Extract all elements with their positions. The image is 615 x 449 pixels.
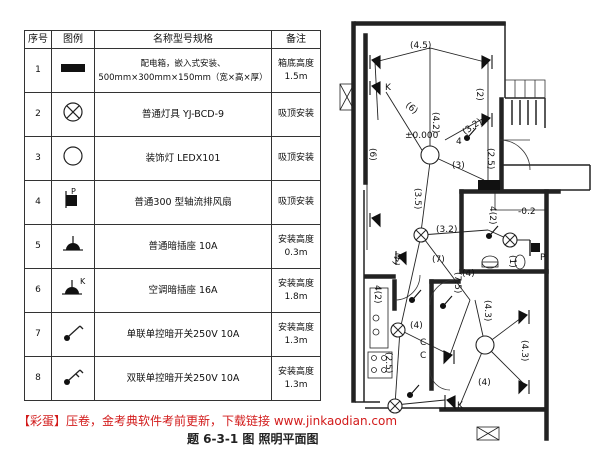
switch-symbol (408, 289, 422, 304)
legend-row: 3 装饰灯 LEDX101 吸顶安装 (24, 136, 321, 181)
plan-label: (3.5) (412, 188, 422, 209)
ac-socket-symbol (444, 395, 456, 410)
plan-label: (2.5) (383, 352, 393, 373)
socket-symbol (395, 251, 407, 266)
socket-symbol (369, 213, 381, 228)
row-no: 3 (24, 136, 52, 181)
ordinary-lamp (390, 322, 406, 338)
sockets (369, 55, 530, 410)
row-note: 箱底高度1.5m (271, 48, 321, 93)
exhaust-fan-symbol: P (51, 180, 95, 225)
switch-symbol (485, 225, 499, 240)
plan-label: (7) (432, 255, 445, 265)
switches (406, 127, 499, 399)
plan-label: (6) (403, 101, 419, 117)
legend-row: 1 配电箱，嵌入式安装、500mm×300mm×150mm（宽×高×厚） 箱底高… (24, 48, 321, 93)
legend-row: 5 普通暗插座 10A 安装高度0.3m (24, 224, 321, 269)
plan-label: 4(2) (487, 206, 497, 224)
plan-label: (3.2) (436, 225, 457, 235)
walls (351, 21, 591, 441)
switch-symbol (439, 295, 453, 310)
legend-row: 4 P 普通300 型轴流排风扇 吸顶安装 (24, 180, 321, 225)
footer-note: 【彩蛋】压卷，金考典软件考前更新，下载链接 www.jinkaodian.com (18, 414, 398, 428)
plan-label: 4 (456, 137, 462, 147)
figure-caption: 题 6-3-1 图 照明平面图 (187, 432, 319, 446)
double-switch-symbol (51, 356, 95, 401)
decorative-lamp (475, 335, 495, 355)
row-name: 配电箱，嵌入式安装、500mm×300mm×150mm（宽×高×厚） (94, 48, 272, 93)
plan-label: (4.2) (430, 112, 440, 133)
lamps (387, 145, 518, 414)
plan-label: (2.5) (485, 148, 495, 169)
socket-symbol (518, 310, 530, 325)
socket-symbol (443, 350, 455, 365)
row-name: 装饰灯 LEDX101 (94, 136, 272, 181)
socket-symbol (369, 55, 381, 70)
plan-label: (4) (410, 321, 423, 331)
plan-label: (4) (462, 269, 475, 279)
plan-label: C (420, 351, 426, 361)
ordinary-lamp (387, 398, 403, 414)
switch-symbol (463, 127, 477, 142)
decorative-lamp (420, 145, 440, 165)
plan-label: ±0.000 (405, 131, 439, 141)
legend-header-row: 序号 图例 名称型号规格 备注 (24, 30, 321, 49)
row-name: 普通300 型轴流排风扇 (94, 180, 272, 225)
legend-row: 7 单联单控暗开关250V 10A 安装高度1.3m (24, 312, 321, 357)
plan-label: 4(2) (372, 285, 382, 303)
switch-symbol (406, 384, 420, 399)
plan-label: C (420, 338, 426, 348)
row-note: 安装高度1.3m (271, 356, 321, 401)
row-name: 双联单控暗开关250V 10A (94, 356, 272, 401)
plan-label: K (385, 83, 392, 93)
distribution-box (478, 180, 500, 190)
exhaust-fan (529, 240, 540, 256)
plan-annotations: (4.5) (6) (4.2) (2) (6) ±0.000 (3.2) (3)… (367, 41, 546, 411)
plan-label: (4) (391, 252, 405, 267)
legend-table: 序号 图例 名称型号规格 备注 1 配电箱，嵌入式安装、500mm×300mm×… (24, 30, 321, 401)
plan-label: K (457, 401, 464, 411)
plan-label: (3) (452, 161, 465, 171)
row-note: 安装高度0.3m (271, 224, 321, 269)
legend-row: 2 普通灯具 YJ-BCD-9 吸顶安装 (24, 92, 321, 137)
plan-label: (4) (478, 378, 491, 388)
socket-symbol (518, 380, 530, 395)
ac-letter: K (80, 277, 86, 286)
plan-label: (4.5) (410, 41, 431, 51)
fan-letter: P (71, 187, 76, 196)
distribution-box-symbol (51, 48, 95, 93)
plan-label: -0.2 (518, 207, 536, 217)
plan-label: (1) (507, 255, 517, 268)
plan-label: (4.3) (482, 300, 492, 321)
legend-row: 8 双联单控暗开关250V 10A 安装高度1.3m (24, 356, 321, 401)
plan-label: (4.3) (519, 340, 529, 361)
ac-socket-symbol (369, 81, 381, 96)
row-note: 安装高度1.8m (271, 268, 321, 313)
socket-symbol (481, 55, 493, 70)
row-note: 吸顶安装 (271, 180, 321, 225)
plan-label: P (540, 253, 546, 263)
socket-symbol (481, 113, 493, 128)
wiring (366, 47, 530, 406)
ordinary-lamp (502, 232, 518, 248)
plan-label: (7.5) (452, 272, 462, 293)
door-swings (394, 79, 546, 391)
plan-label: (2) (474, 88, 484, 101)
ordinary-lamp (413, 227, 429, 243)
fixtures (339, 83, 545, 441)
plan-label: (6) (367, 148, 377, 161)
